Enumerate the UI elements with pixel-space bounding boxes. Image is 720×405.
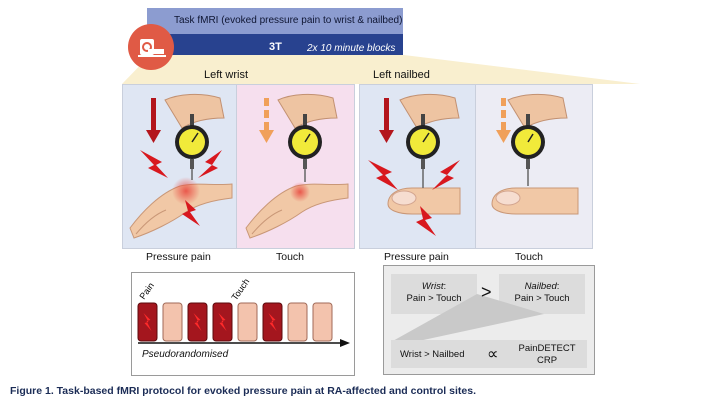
panel-nail-touch bbox=[475, 84, 593, 249]
measure-paindetect: PainDETECT bbox=[518, 343, 576, 354]
correlation-box bbox=[391, 340, 587, 368]
measure-crp: CRP bbox=[536, 355, 558, 366]
wrist-label: Wrist bbox=[421, 281, 444, 292]
pain-arrow-icon bbox=[379, 98, 394, 143]
algometer-icon bbox=[399, 93, 460, 188]
wrist-touch-illustration bbox=[245, 93, 349, 239]
hand-icon bbox=[129, 183, 233, 239]
contrast-diagram bbox=[391, 274, 587, 368]
pain-glow bbox=[172, 177, 200, 205]
pseudorandomised-label: Pseudorandomised bbox=[142, 349, 229, 360]
site-label-wrist: Left wrist bbox=[204, 69, 249, 81]
site-label-nailbed: Left nailbed bbox=[373, 69, 430, 81]
contrast-box: Wrist: Pain > Touch > Nailbed: Pain > To… bbox=[383, 265, 595, 375]
mri-badge bbox=[128, 24, 174, 70]
pain-arrow-icon bbox=[146, 98, 161, 143]
figure-caption: Figure 1. Task-based fMRI protocol for e… bbox=[10, 385, 476, 397]
algometer-icon bbox=[277, 93, 338, 182]
lightning-icon bbox=[143, 313, 152, 331]
header-title-bar: Task fMRI (evoked pressure pain to wrist… bbox=[147, 8, 403, 34]
lightning-icon bbox=[268, 313, 277, 331]
hand-icon bbox=[245, 183, 349, 239]
nailbed-label: Nailbed bbox=[524, 281, 557, 292]
touch-arrow-icon bbox=[496, 98, 511, 143]
nail-touch-illustration bbox=[491, 93, 579, 215]
nailbed-contrast-text: Pain > Touch bbox=[514, 293, 570, 304]
caption-nail-pain: Pressure pain bbox=[384, 251, 449, 263]
touch-block-label: Touch bbox=[229, 277, 251, 302]
algometer-icon bbox=[507, 93, 568, 186]
caption-nail-touch: Touch bbox=[515, 251, 544, 263]
nail-pain-illustration bbox=[368, 93, 461, 236]
projection-beam bbox=[122, 55, 640, 84]
lightning-icon bbox=[193, 313, 202, 331]
pain-block-label: Pain bbox=[137, 281, 156, 301]
wrist-contrast: Wrist: Pain > Touch bbox=[406, 281, 462, 304]
block-sequence-diagram: Pain Touch bbox=[137, 277, 350, 347]
finger-icon bbox=[491, 187, 579, 215]
touch-block bbox=[287, 302, 308, 342]
lightning-icon bbox=[218, 313, 227, 331]
block-info: 2x 10 minute blocks bbox=[307, 43, 396, 54]
proportional-symbol: ∝ bbox=[487, 346, 499, 363]
nailbed-contrast: Nailbed: Pain > Touch bbox=[514, 281, 570, 304]
touch-block bbox=[162, 302, 183, 342]
header-title: Task fMRI (evoked pressure pain to wrist… bbox=[174, 15, 403, 26]
touch-block bbox=[312, 302, 333, 342]
field-strength: 3T bbox=[269, 41, 282, 53]
greater-than-symbol: > bbox=[481, 282, 492, 302]
difference-contrast: Wrist > Nailbed bbox=[400, 349, 465, 360]
wrist-pain-illustration bbox=[129, 93, 233, 239]
clinical-measures: PainDETECT CRP bbox=[512, 343, 582, 367]
caption-wrist-pain: Pressure pain bbox=[146, 251, 211, 263]
touch-glow bbox=[290, 182, 310, 202]
contrast-funnel bbox=[391, 294, 544, 342]
finger-icon bbox=[387, 187, 461, 215]
block-sequence-box: Pain Touch Pseudorandomised bbox=[131, 272, 355, 376]
lightning-icon bbox=[140, 150, 222, 226]
touch-arrow-icon bbox=[259, 98, 274, 143]
time-axis-arrowhead bbox=[340, 339, 350, 347]
algometer-icon bbox=[164, 93, 225, 180]
caption-wrist-touch: Touch bbox=[276, 251, 305, 263]
wrist-contrast-text: Pain > Touch bbox=[406, 293, 462, 304]
lightning-icon bbox=[368, 160, 460, 236]
mri-scanner-icon bbox=[138, 39, 166, 57]
touch-block bbox=[237, 302, 258, 342]
